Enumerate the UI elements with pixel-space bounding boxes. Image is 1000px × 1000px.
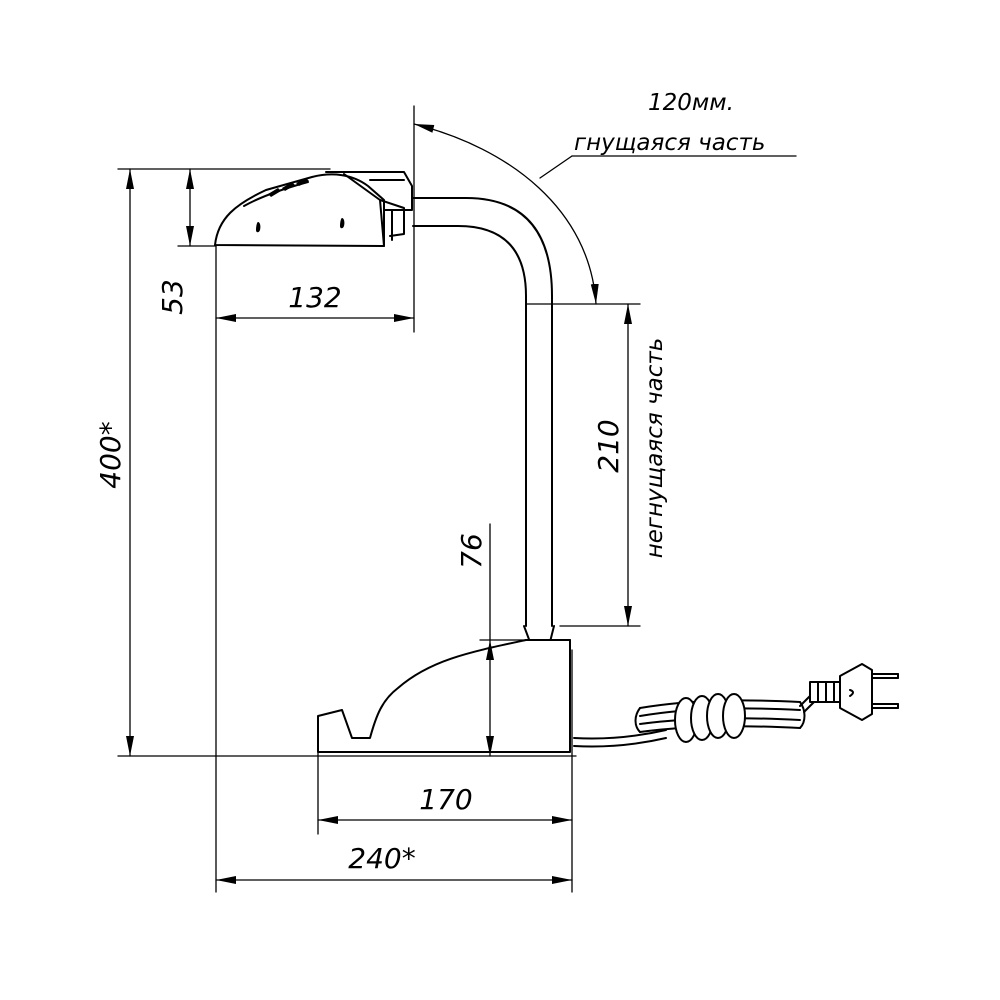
label-base-length: 170: [419, 783, 472, 816]
label-head-length: 132: [288, 281, 341, 314]
dimline-flexible-arc: [413, 123, 599, 305]
note-rigid-label: негнущаяся часть: [642, 338, 668, 559]
lamp-outline: [214, 171, 899, 753]
gooseneck-flexible: [412, 197, 553, 297]
note-flexible-label: гнущаяся часть: [574, 130, 765, 156]
label-overall-height: 400*: [94, 421, 127, 488]
notes: 120мм. гнущаяся часть негнущаяся часть: [574, 90, 765, 558]
lamp-head: [214, 171, 413, 247]
power-plug: [809, 663, 899, 721]
note-flexible-length: 120мм.: [648, 90, 734, 116]
power-cord: [573, 693, 817, 748]
lamp-base: [317, 639, 571, 753]
label-overall-length: 240*: [348, 842, 415, 875]
dimension-labels: 400* 53 132 210 76 170 240*: [94, 279, 625, 875]
dimension-lines: [126, 123, 797, 884]
label-rigid-length: 210: [592, 419, 625, 472]
label-head-height: 53: [156, 279, 189, 315]
label-base-height: 76: [455, 533, 488, 569]
